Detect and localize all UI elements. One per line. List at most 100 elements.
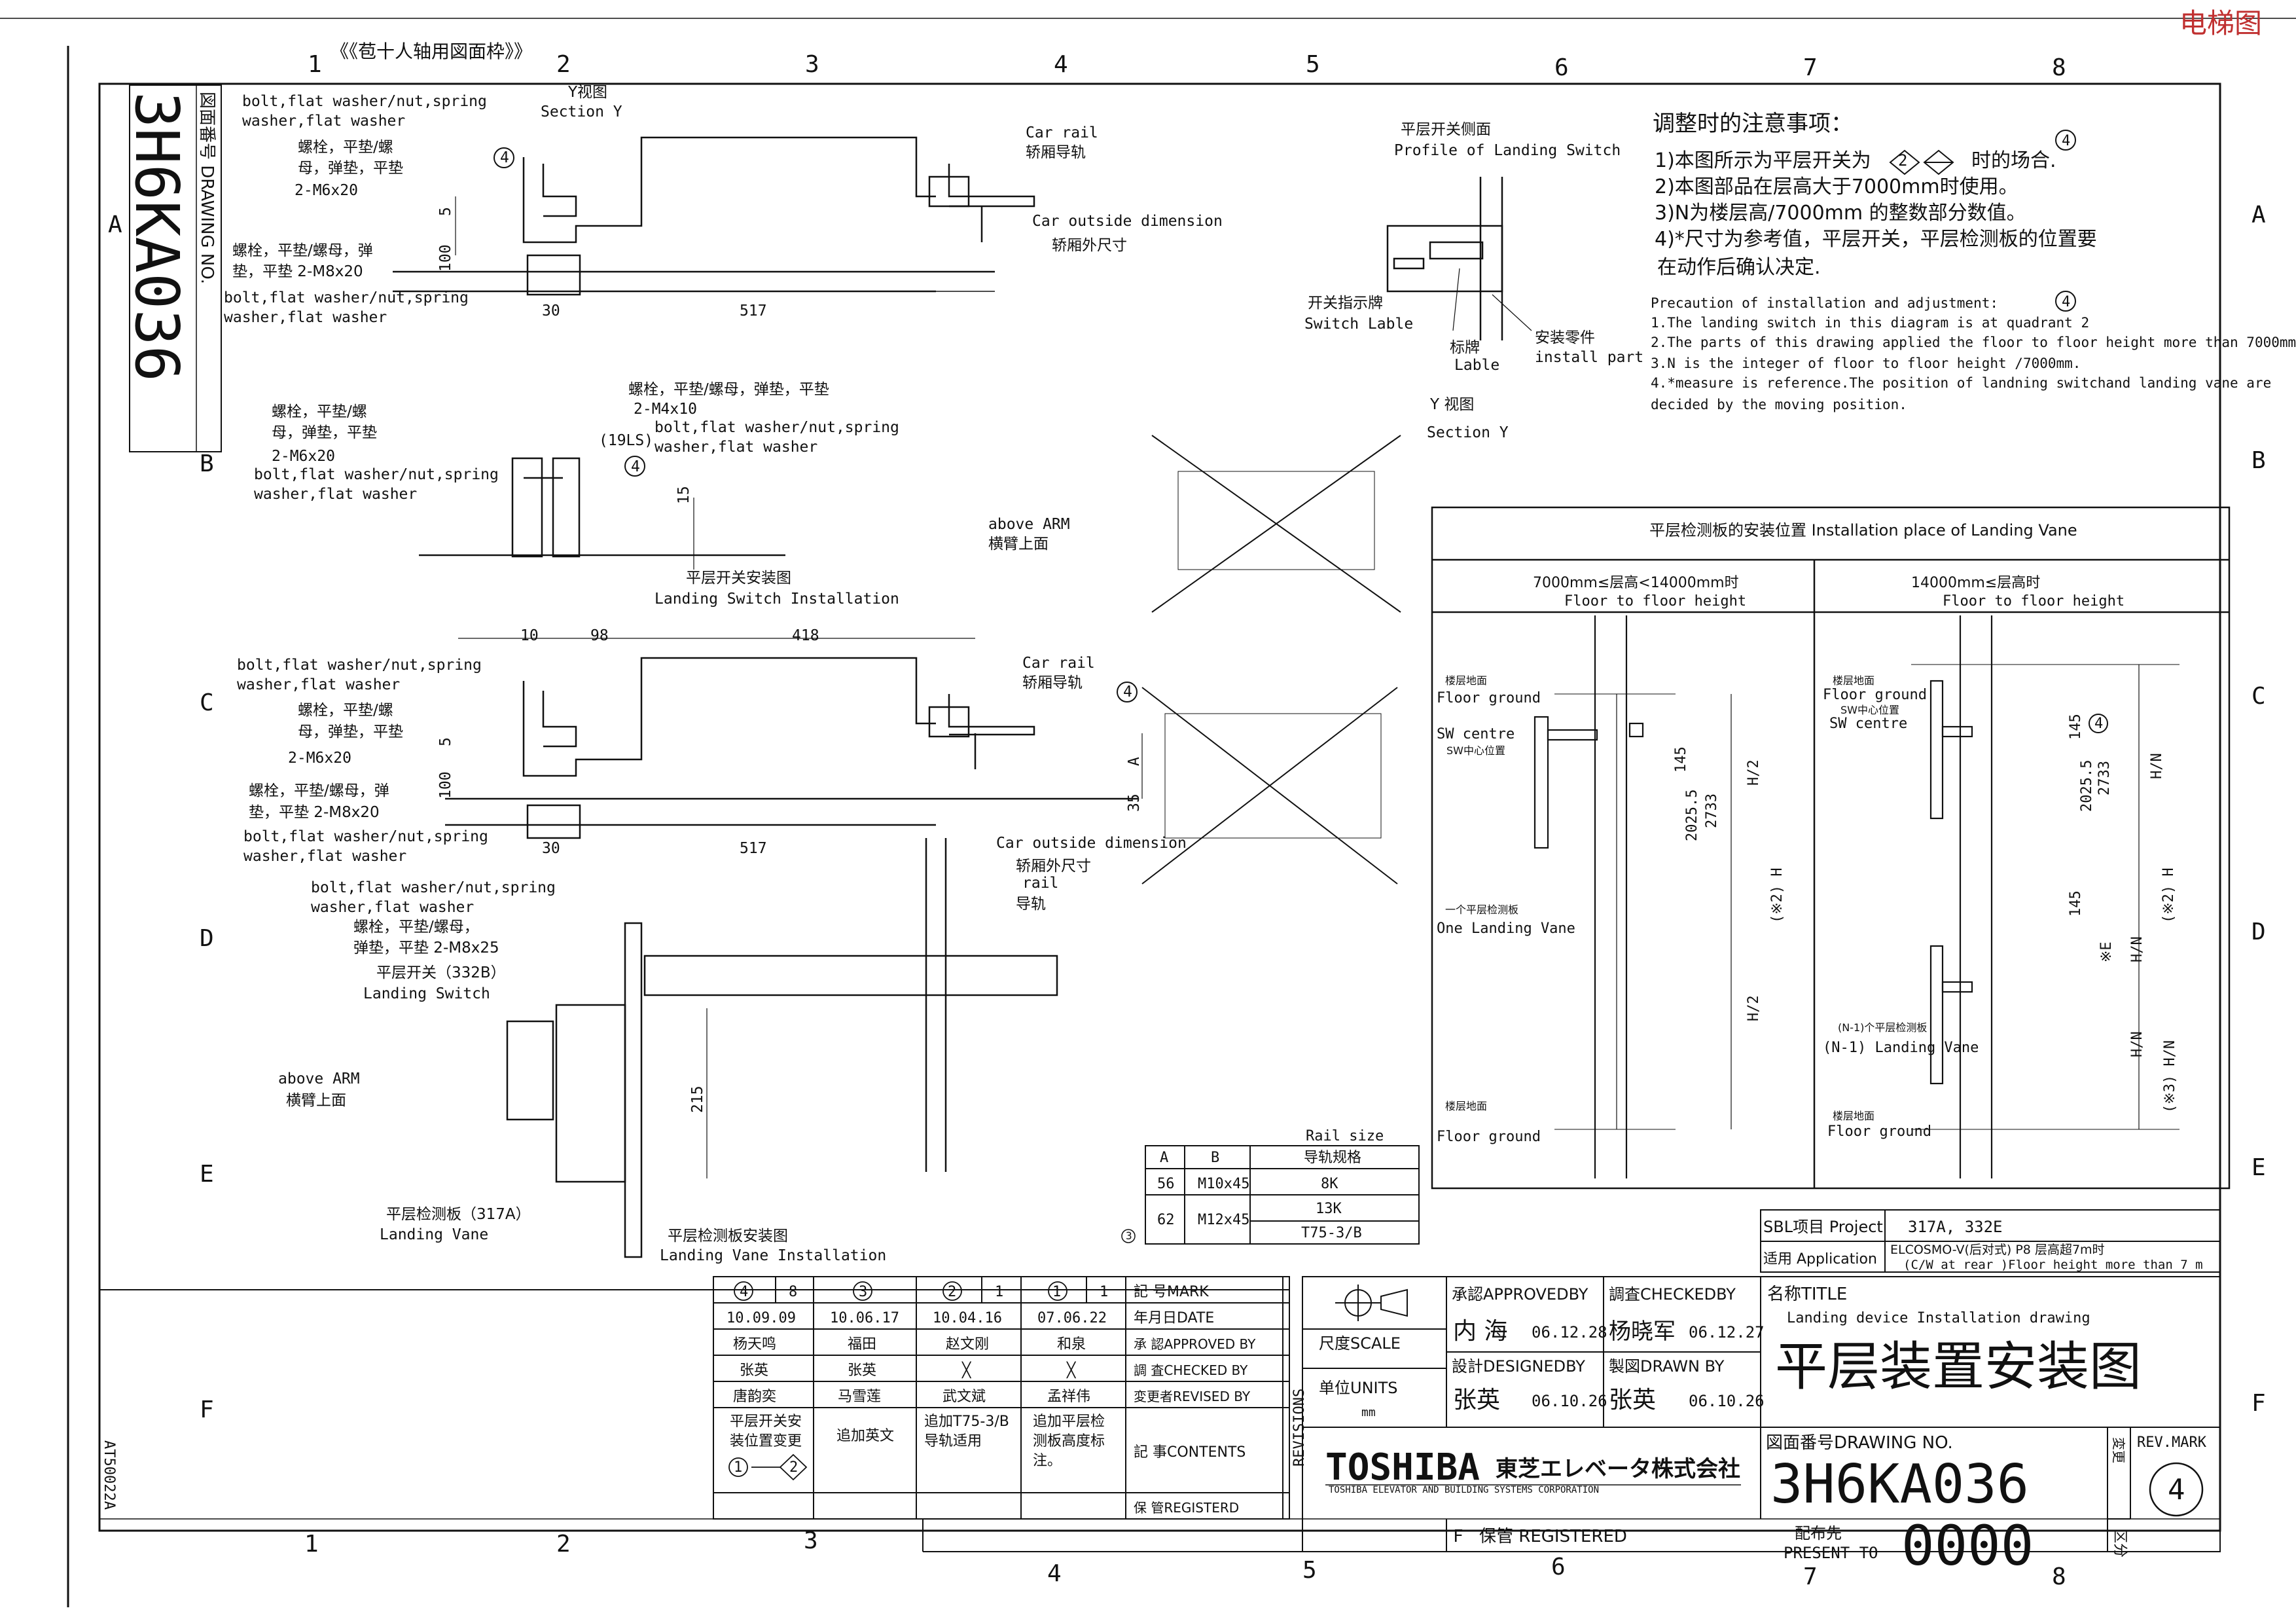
rail-table-header-c: 导轨规格 xyxy=(1304,1150,1361,1166)
rev-value-circle xyxy=(2149,1462,2204,1517)
rev-content-2a: 追加英文 xyxy=(836,1428,894,1444)
rev-value: 4 xyxy=(2168,1473,2185,1506)
scale-label: 尺度SCALE xyxy=(1319,1334,1401,1353)
vane-panel-col2-ground2-cn: 楼层地面 xyxy=(1833,1110,1874,1122)
profile-lable-en: Lable xyxy=(1454,357,1499,374)
grid-row-right-a: A xyxy=(2251,202,2266,228)
scale-symbol xyxy=(1335,1285,1408,1321)
view-a-outside-cn: 轿厢外尺寸 xyxy=(1052,237,1127,254)
view-a-rail-en: Car rail xyxy=(1026,124,1098,141)
rail-table-header-b: B xyxy=(1211,1150,1219,1166)
view-d-switch-cn: 平层开关（332B） xyxy=(376,964,506,981)
vane-panel-col1-sw-cn: SW中心位置 xyxy=(1446,744,1505,757)
crossed-out-detail-2 xyxy=(1141,687,1398,884)
view-c-bolt1-spec: 2-M6x20 xyxy=(288,750,351,767)
view-d-arm-en: above ARM xyxy=(278,1070,360,1087)
view-c-dim-30: 30 xyxy=(542,840,560,857)
view-c-dim-5: 5 xyxy=(437,737,454,746)
rev-approved-2: 福田 xyxy=(848,1336,876,1353)
view-c-dim-a: A xyxy=(1126,757,1143,766)
view-d-bolt-en2: washer,flat washer xyxy=(311,899,474,916)
view-d-bolt-en1: bolt,flat washer/nut,spring xyxy=(311,879,556,896)
view-a-rev: 4 xyxy=(500,149,509,166)
vane-panel-col2-dim-145-top: 145 xyxy=(2068,714,2084,740)
rev-date-3: 10.04.16 xyxy=(933,1310,1002,1326)
profile-section-cn: Y 视图 xyxy=(1429,396,1474,413)
view-a-dim-5: 5 xyxy=(437,207,454,216)
grid-col-bottom-6: 6 xyxy=(1551,1554,1566,1580)
crossed-out-detail-1 xyxy=(1151,435,1401,613)
view-a-bolt2-cn1: 螺栓，平垫/螺母，弹 xyxy=(232,242,373,259)
view-d-dim-215: 215 xyxy=(689,1085,706,1113)
vane-panel-col1-dim-h2-bottom: H/2 xyxy=(1746,995,1762,1021)
notes-en-title: Precaution of installation and adjustmen… xyxy=(1651,295,1998,311)
checked-date: 06.12.27 xyxy=(1689,1323,1765,1341)
application-label: 适用 Application xyxy=(1763,1251,1877,1267)
view-c-bolt2-en2: washer,flat washer xyxy=(243,848,406,865)
vane-panel-col2-dim-2025: 2025.5 xyxy=(2079,760,2095,812)
grid-col-top-7: 7 xyxy=(1803,54,1818,81)
vane-panel-col2-sw-en: SW centre xyxy=(1829,716,1907,732)
application-value-1: ELCOSMO-V(后对式) P8 层高超7m时 xyxy=(1890,1243,2105,1257)
rev-checked-2: 张英 xyxy=(848,1362,876,1379)
view-c-bolt1-en1: bolt,flat washer/nut,spring xyxy=(237,657,482,674)
left-stamp-number: 3H6KA036 xyxy=(122,92,192,382)
vane-panel-col1-dim-2025: 2025.5 xyxy=(1684,790,1700,841)
view-d-arm-cn: 横臂上面 xyxy=(286,1092,346,1109)
company-sub: TOSHIBA ELEVATOR AND BUILDING SYSTEMS CO… xyxy=(1329,1485,1599,1495)
rev-content-4a: 追加平层检 xyxy=(1033,1413,1105,1430)
view-c-bolt2-en1: bolt,flat washer/nut,spring xyxy=(243,828,488,845)
rev-revised-3: 武文斌 xyxy=(942,1389,986,1405)
view-b-arm-en: above ARM xyxy=(988,516,1070,533)
rev-label-date: 年月日DATE xyxy=(1134,1310,1214,1326)
rev-mark-8: 8 xyxy=(789,1284,797,1300)
view-b-rev-circle xyxy=(624,456,645,477)
rail-table-cell-r1-c: 8K xyxy=(1321,1176,1338,1192)
designed-label: 設計DESIGNEDBY xyxy=(1452,1357,1585,1376)
view-c-dim-98: 98 xyxy=(590,627,609,644)
vane-panel-col2-dim-hn-mid: H/N xyxy=(2129,936,2145,962)
vane-panel-col1-ground2-cn: 楼层地面 xyxy=(1445,1100,1487,1112)
notes-cn-n1-tail: 时的场合. xyxy=(1971,149,2056,172)
view-b-arm-cn: 横臂上面 xyxy=(988,536,1049,553)
vane-panel-col1-ground2-en: Floor ground xyxy=(1437,1129,1541,1145)
profile-switch-label-en: Switch Lable xyxy=(1304,316,1413,333)
drawn-name: 张英 xyxy=(1609,1387,1656,1413)
rail-size-table: Rail size A B 导轨规格 56 M10x45 8K 62 M12x4… xyxy=(1121,1128,1420,1245)
view-b-bolt2-spec: 2-M4x10 xyxy=(634,401,697,418)
rail-table-rev-circle xyxy=(1121,1229,1136,1243)
approved-date: 06.12.28 xyxy=(1532,1323,1607,1341)
view-c-bolt1-cn1: 螺栓，平垫/螺 xyxy=(298,702,393,719)
notes-cn-title: 调整时的注意事项： xyxy=(1653,111,1853,137)
notes-cn-rev: 4 xyxy=(2062,133,2070,149)
approved-label: 承認APPROVEDBY xyxy=(1452,1285,1588,1304)
title-cn: 平层装置安装图 xyxy=(1775,1336,2142,1397)
notes-cn-n1: 1)本图所示为平层开关为 xyxy=(1655,149,1871,172)
rev-label-checked: 調 査CHECKED BY xyxy=(1134,1362,1248,1378)
vane-panel-col1-dim-h2-top: H/2 xyxy=(1746,759,1762,786)
vane-panel-col1-dim-2733: 2733 xyxy=(1704,793,1720,828)
rev-mark-3: 3 xyxy=(859,1284,867,1300)
rev-mark-1a: 1 xyxy=(995,1284,1003,1300)
grid-col-top-6: 6 xyxy=(1554,54,1569,81)
grid-row-left-f: F xyxy=(200,1396,214,1423)
notes-en-rev: 4 xyxy=(2062,294,2070,310)
present-label-en: PRESENT TO xyxy=(1784,1544,1878,1562)
grid-row-right-c: C xyxy=(2251,683,2266,710)
vane-panel-col1-dim-145: 145 xyxy=(1673,746,1689,773)
view-a-section-en: Section Y xyxy=(541,103,622,120)
rev-date-4: 07.06.22 xyxy=(1037,1310,1107,1326)
view-a-bolt1-cn2: 母，弹垫，平垫 xyxy=(298,160,403,177)
vane-panel-col1-dim-h: (※2) H xyxy=(1769,867,1785,923)
vane-panel-col2-dim-145-mid: 145 xyxy=(2068,890,2084,917)
profile-install-en: install part xyxy=(1535,349,1643,366)
revision-table-text: 4 8 3 2 1 1 1 10.09.09 10.06.17 10.04.16… xyxy=(726,1284,1308,1516)
header-note: 《《苞十人轴用図面枠》》 xyxy=(331,41,532,62)
project-value: 317A, 332E xyxy=(1908,1218,2003,1236)
rail-table-cell-r2-a: 62 xyxy=(1157,1212,1175,1228)
view-b-bolt1-cn2: 母，弹垫，平垫 xyxy=(272,424,377,441)
view-c-bolt2-cn1: 螺栓，平垫/螺母，弹 xyxy=(249,782,389,799)
present-label-cn: 配布先 xyxy=(1795,1524,1842,1542)
view-d-vane-cn: 平层检测板（317A） xyxy=(386,1206,531,1223)
